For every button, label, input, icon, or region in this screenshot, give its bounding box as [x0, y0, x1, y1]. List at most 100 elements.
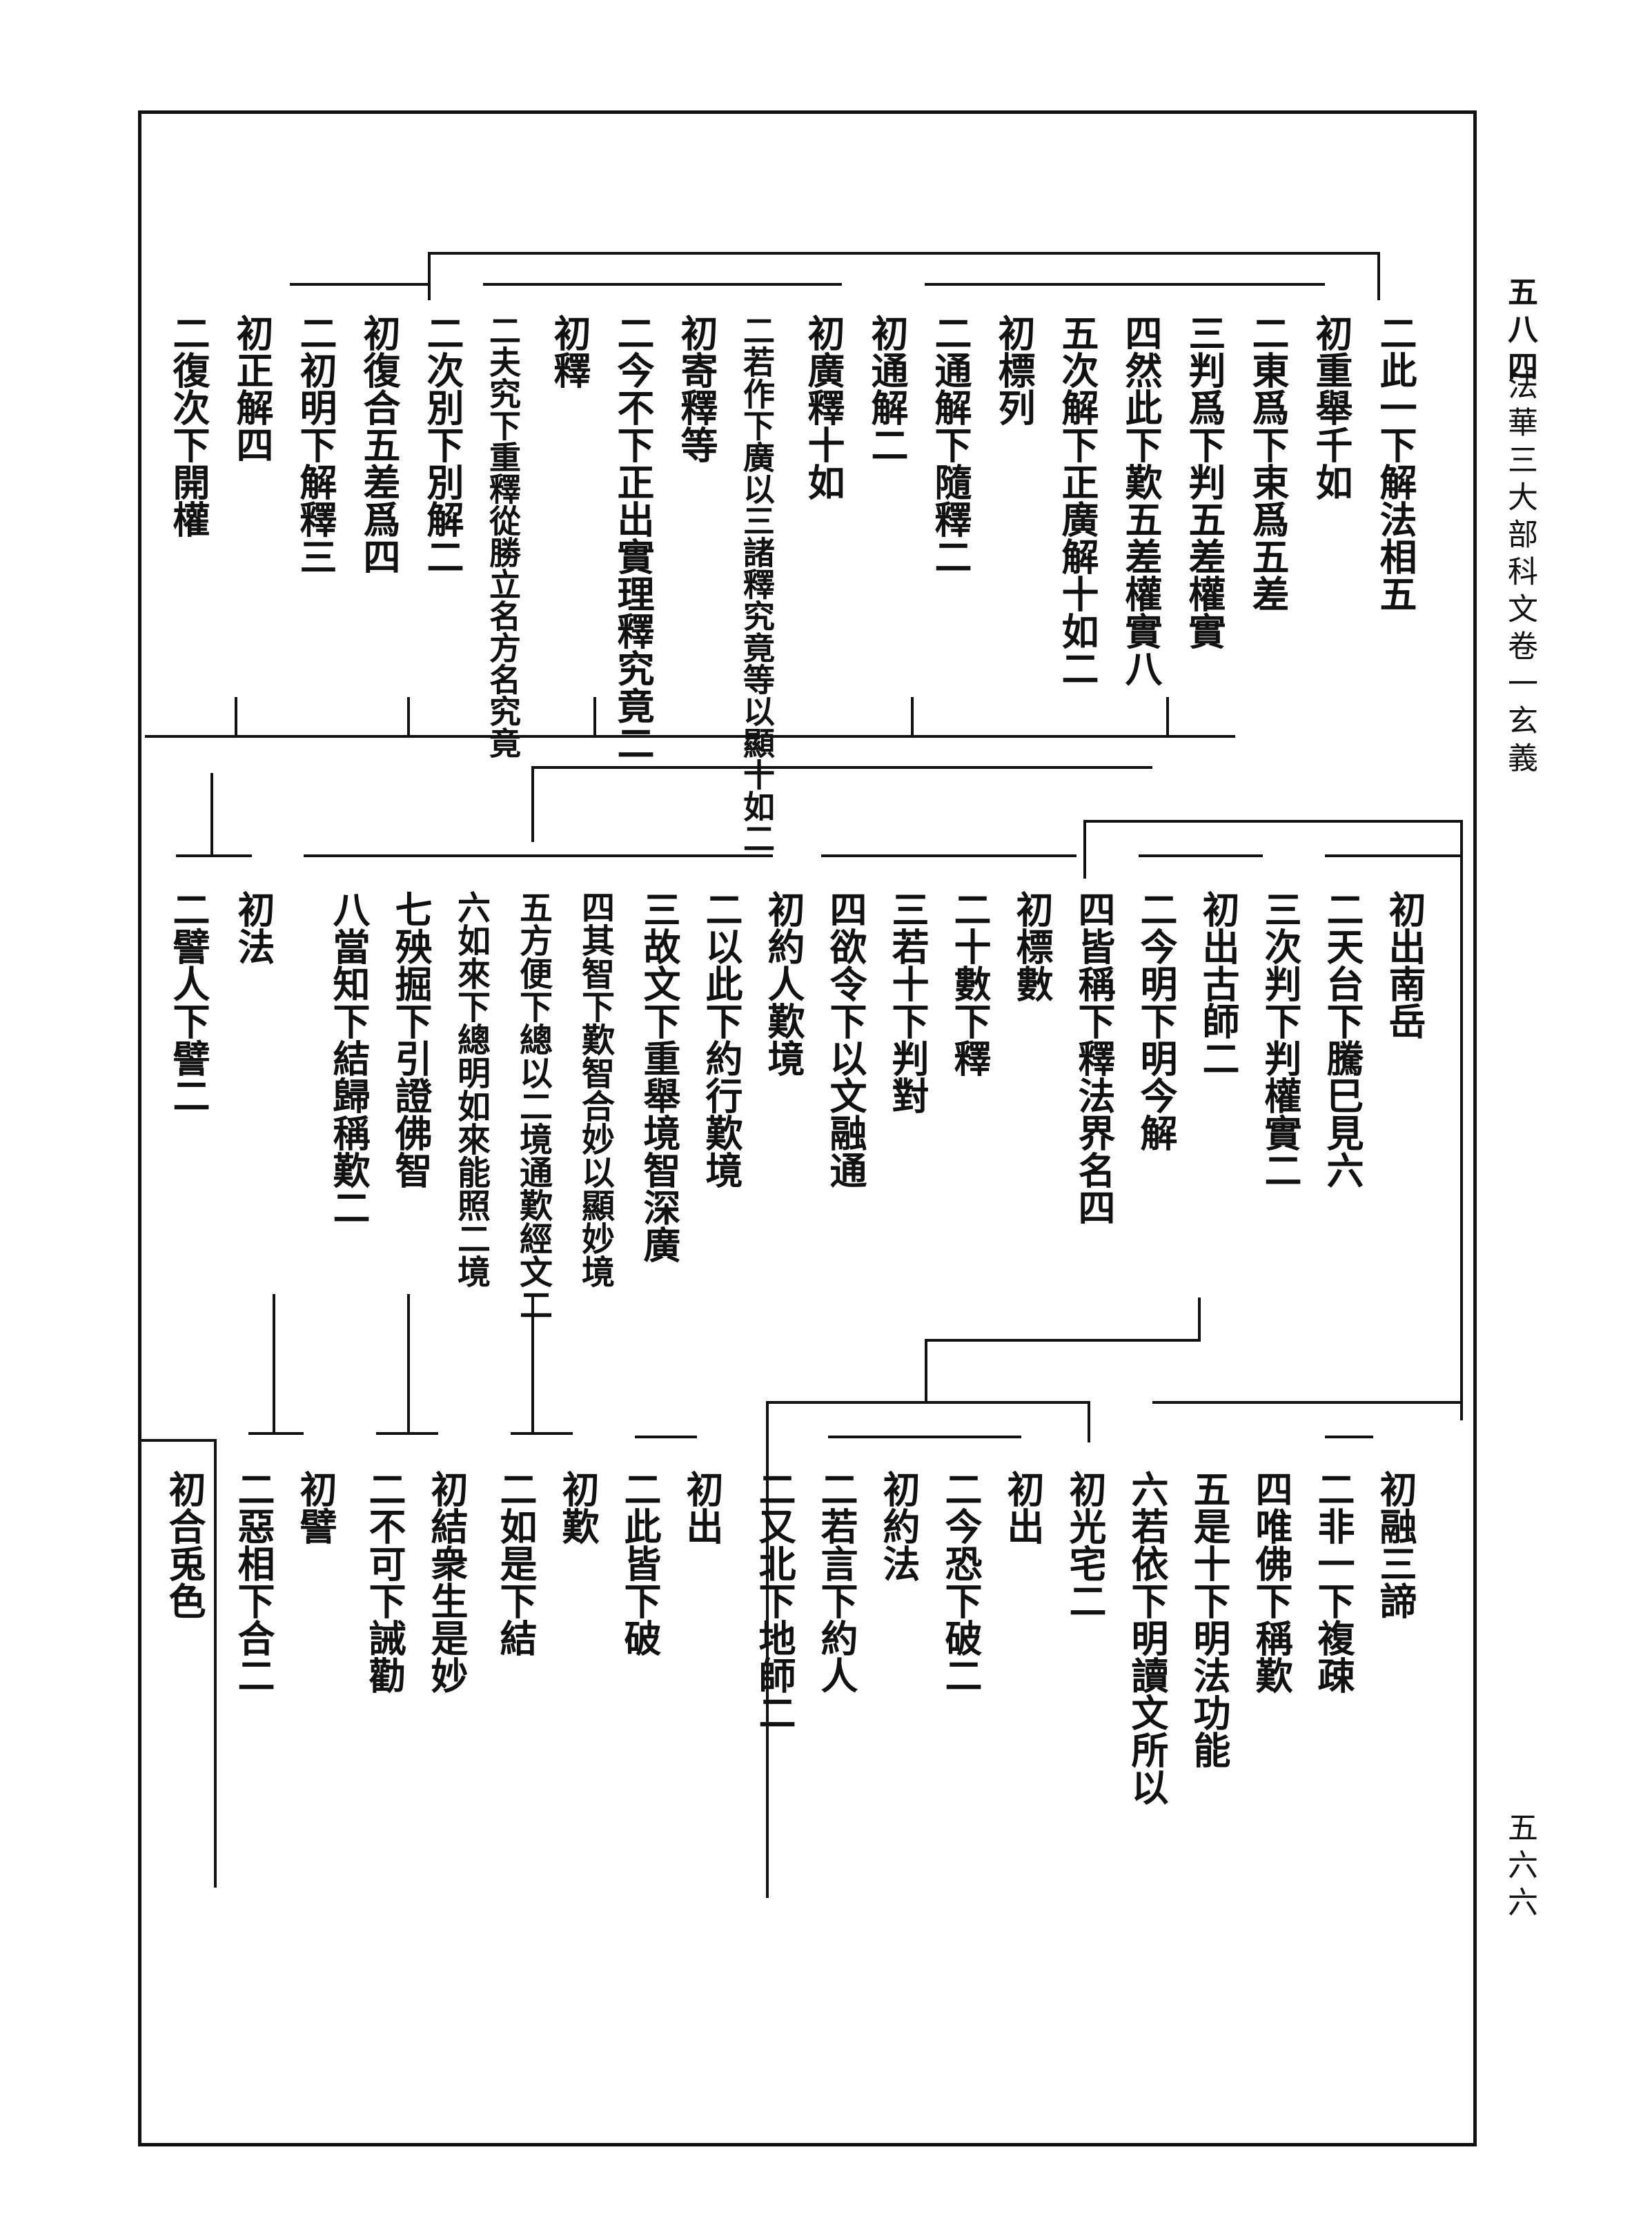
outline-entry: 三若十下判對	[885, 890, 930, 1114]
outline-entry: 初標列	[992, 314, 1036, 426]
outline-entry: 初標數	[1010, 890, 1054, 1002]
bracket-line	[821, 854, 1076, 857]
outline-entry: 初出古師二	[1196, 890, 1240, 1077]
outline-entry: 四唯佛下稱歎	[1249, 1470, 1293, 1694]
bracket-line	[1139, 854, 1263, 857]
bracket-line	[290, 283, 428, 286]
bracket-line	[531, 766, 534, 842]
outline-entry: 三判爲下判五差權實	[1182, 314, 1226, 649]
outline-entry: 二復次下開權	[166, 314, 210, 538]
bracket-line	[952, 1436, 1021, 1438]
bracket-line	[531, 766, 1152, 769]
bracket-line	[407, 697, 410, 735]
bracket-line	[1325, 1436, 1373, 1438]
bracket-line	[766, 1401, 1090, 1404]
page-margin: 五八四 法華三大部科文卷一玄義 五六六	[1487, 276, 1570, 1932]
outline-entry: 二東爲下束爲五差	[1246, 314, 1290, 612]
outline-entry: 四欲令下以文融通	[823, 890, 867, 1188]
bracket-line	[828, 1436, 966, 1438]
outline-entry: 二此皆下破	[618, 1470, 662, 1656]
outline-entry: 初法	[231, 890, 275, 965]
outline-entry: 二非一下複疎	[1311, 1470, 1355, 1694]
outline-entry: 初正解四	[230, 314, 274, 463]
outline-entry: 初復合五差爲四	[357, 314, 401, 575]
bracket-line	[145, 735, 1235, 738]
bracket-line	[304, 854, 773, 857]
bracket-line	[235, 697, 237, 735]
outline-entry: 二此一下解法相五	[1373, 314, 1417, 612]
outline-entry: 二夫究下重釋從勝立名方名究竟	[484, 314, 522, 758]
bracket-line	[635, 1436, 697, 1438]
bracket-line	[1088, 1401, 1090, 1442]
bracket-line	[925, 1339, 927, 1401]
outline-entry: 二天台下騰巳見六	[1320, 890, 1364, 1188]
bracket-line	[138, 1439, 214, 1442]
outline-entry: 四其智下歎智合妙以顯妙境	[576, 890, 614, 1288]
bracket-line	[911, 697, 914, 735]
bracket-line	[925, 283, 1325, 286]
outline-entry: 六若依下明讀文所以	[1125, 1470, 1169, 1805]
outline-entry: 初出南岳	[1382, 890, 1426, 1039]
outline-entry: 五方便下總以二境通歎經文二	[513, 890, 552, 1321]
outline-entry: 初光宅二	[1063, 1470, 1107, 1619]
outline-entry: 三故文下重舉境智深廣	[637, 890, 681, 1263]
outline-entry: 初約人歎境	[761, 890, 805, 1077]
bracket-line	[1083, 820, 1086, 879]
bracket-line	[593, 697, 596, 735]
outline-entry: 二惡相下合二	[231, 1470, 275, 1694]
bracket-line	[428, 252, 431, 300]
page-frame	[138, 110, 1477, 2146]
bracket-line	[273, 1294, 275, 1432]
bracket-line	[483, 283, 842, 286]
page-number: 五八四	[1502, 276, 1537, 388]
bracket-line	[376, 1432, 438, 1435]
bracket-line	[1377, 252, 1380, 300]
outline-entry: 初結衆生是妙	[424, 1470, 469, 1694]
outline-entry: 四然此下歎五差權實八	[1119, 314, 1163, 687]
bracket-line	[428, 252, 1380, 255]
bracket-line	[210, 773, 213, 854]
outline-entry: 初釋	[547, 314, 591, 389]
bracket-line	[1152, 1401, 1463, 1404]
bracket-line	[176, 854, 252, 857]
outline-entry: 二不可下誡勸	[362, 1470, 406, 1694]
outline-entry: 二初明下解釋三	[293, 314, 337, 575]
outline-entry: 二如是下結	[493, 1470, 538, 1656]
sheet-number: 五六六	[1502, 1812, 1537, 1923]
outline-entry: 二若作下廣以三諸釋究竟等以顯十如二	[738, 314, 776, 854]
outline-entry: 初約法	[876, 1470, 921, 1582]
outline-entry: 五是十下明法功能	[1187, 1470, 1231, 1768]
outline-entry: 五次解下正廣解十如二	[1055, 314, 1099, 687]
bracket-line	[766, 1401, 769, 1898]
bracket-line	[1198, 1298, 1201, 1339]
running-title: 法華三大部科文卷一玄義	[1502, 369, 1537, 779]
outline-entry: 初寄釋等	[674, 314, 718, 463]
bracket-line	[531, 1294, 534, 1432]
bracket-line	[214, 1439, 217, 1888]
bracket-line	[407, 1294, 410, 1432]
outline-entry: 初出	[1001, 1470, 1045, 1545]
outline-entry: 二今恐下破二	[938, 1470, 983, 1694]
outline-entry: 二若言下約人	[814, 1470, 858, 1694]
bracket-line	[925, 1339, 1201, 1342]
bracket-line	[1460, 820, 1463, 1420]
outline-entry: 初譬	[293, 1470, 337, 1545]
outline-entry: 四皆稱下釋法界名四	[1072, 890, 1116, 1226]
outline-entry: 二今不下正出實理釋究竟二	[611, 314, 655, 761]
outline-entry: 初歎	[555, 1470, 600, 1545]
outline-entry: 初出	[680, 1470, 724, 1545]
outline-entry: 初融三諦	[1373, 1470, 1417, 1619]
outline-entry: 初通解二	[865, 314, 909, 463]
bracket-line	[1083, 820, 1463, 823]
outline-entry: 二又北下地師二	[752, 1470, 796, 1731]
bracket-line	[1166, 697, 1169, 735]
bracket-line	[248, 1432, 304, 1435]
outline-entry: 二以此下約行歎境	[699, 890, 743, 1188]
outline-entry: 初重舉千如	[1309, 314, 1353, 500]
outline-entry: 二十數下釋	[947, 890, 992, 1077]
outline-entry: 八當知下結歸稱歎二	[326, 890, 371, 1226]
outline-entry: 初合兎色	[162, 1470, 206, 1619]
outline-entry: 三次判下判權實二	[1258, 890, 1302, 1188]
outline-entry: 六如來下總明如來能照二境	[451, 890, 490, 1288]
outline-entry: 二譬人下譬二	[166, 890, 210, 1114]
